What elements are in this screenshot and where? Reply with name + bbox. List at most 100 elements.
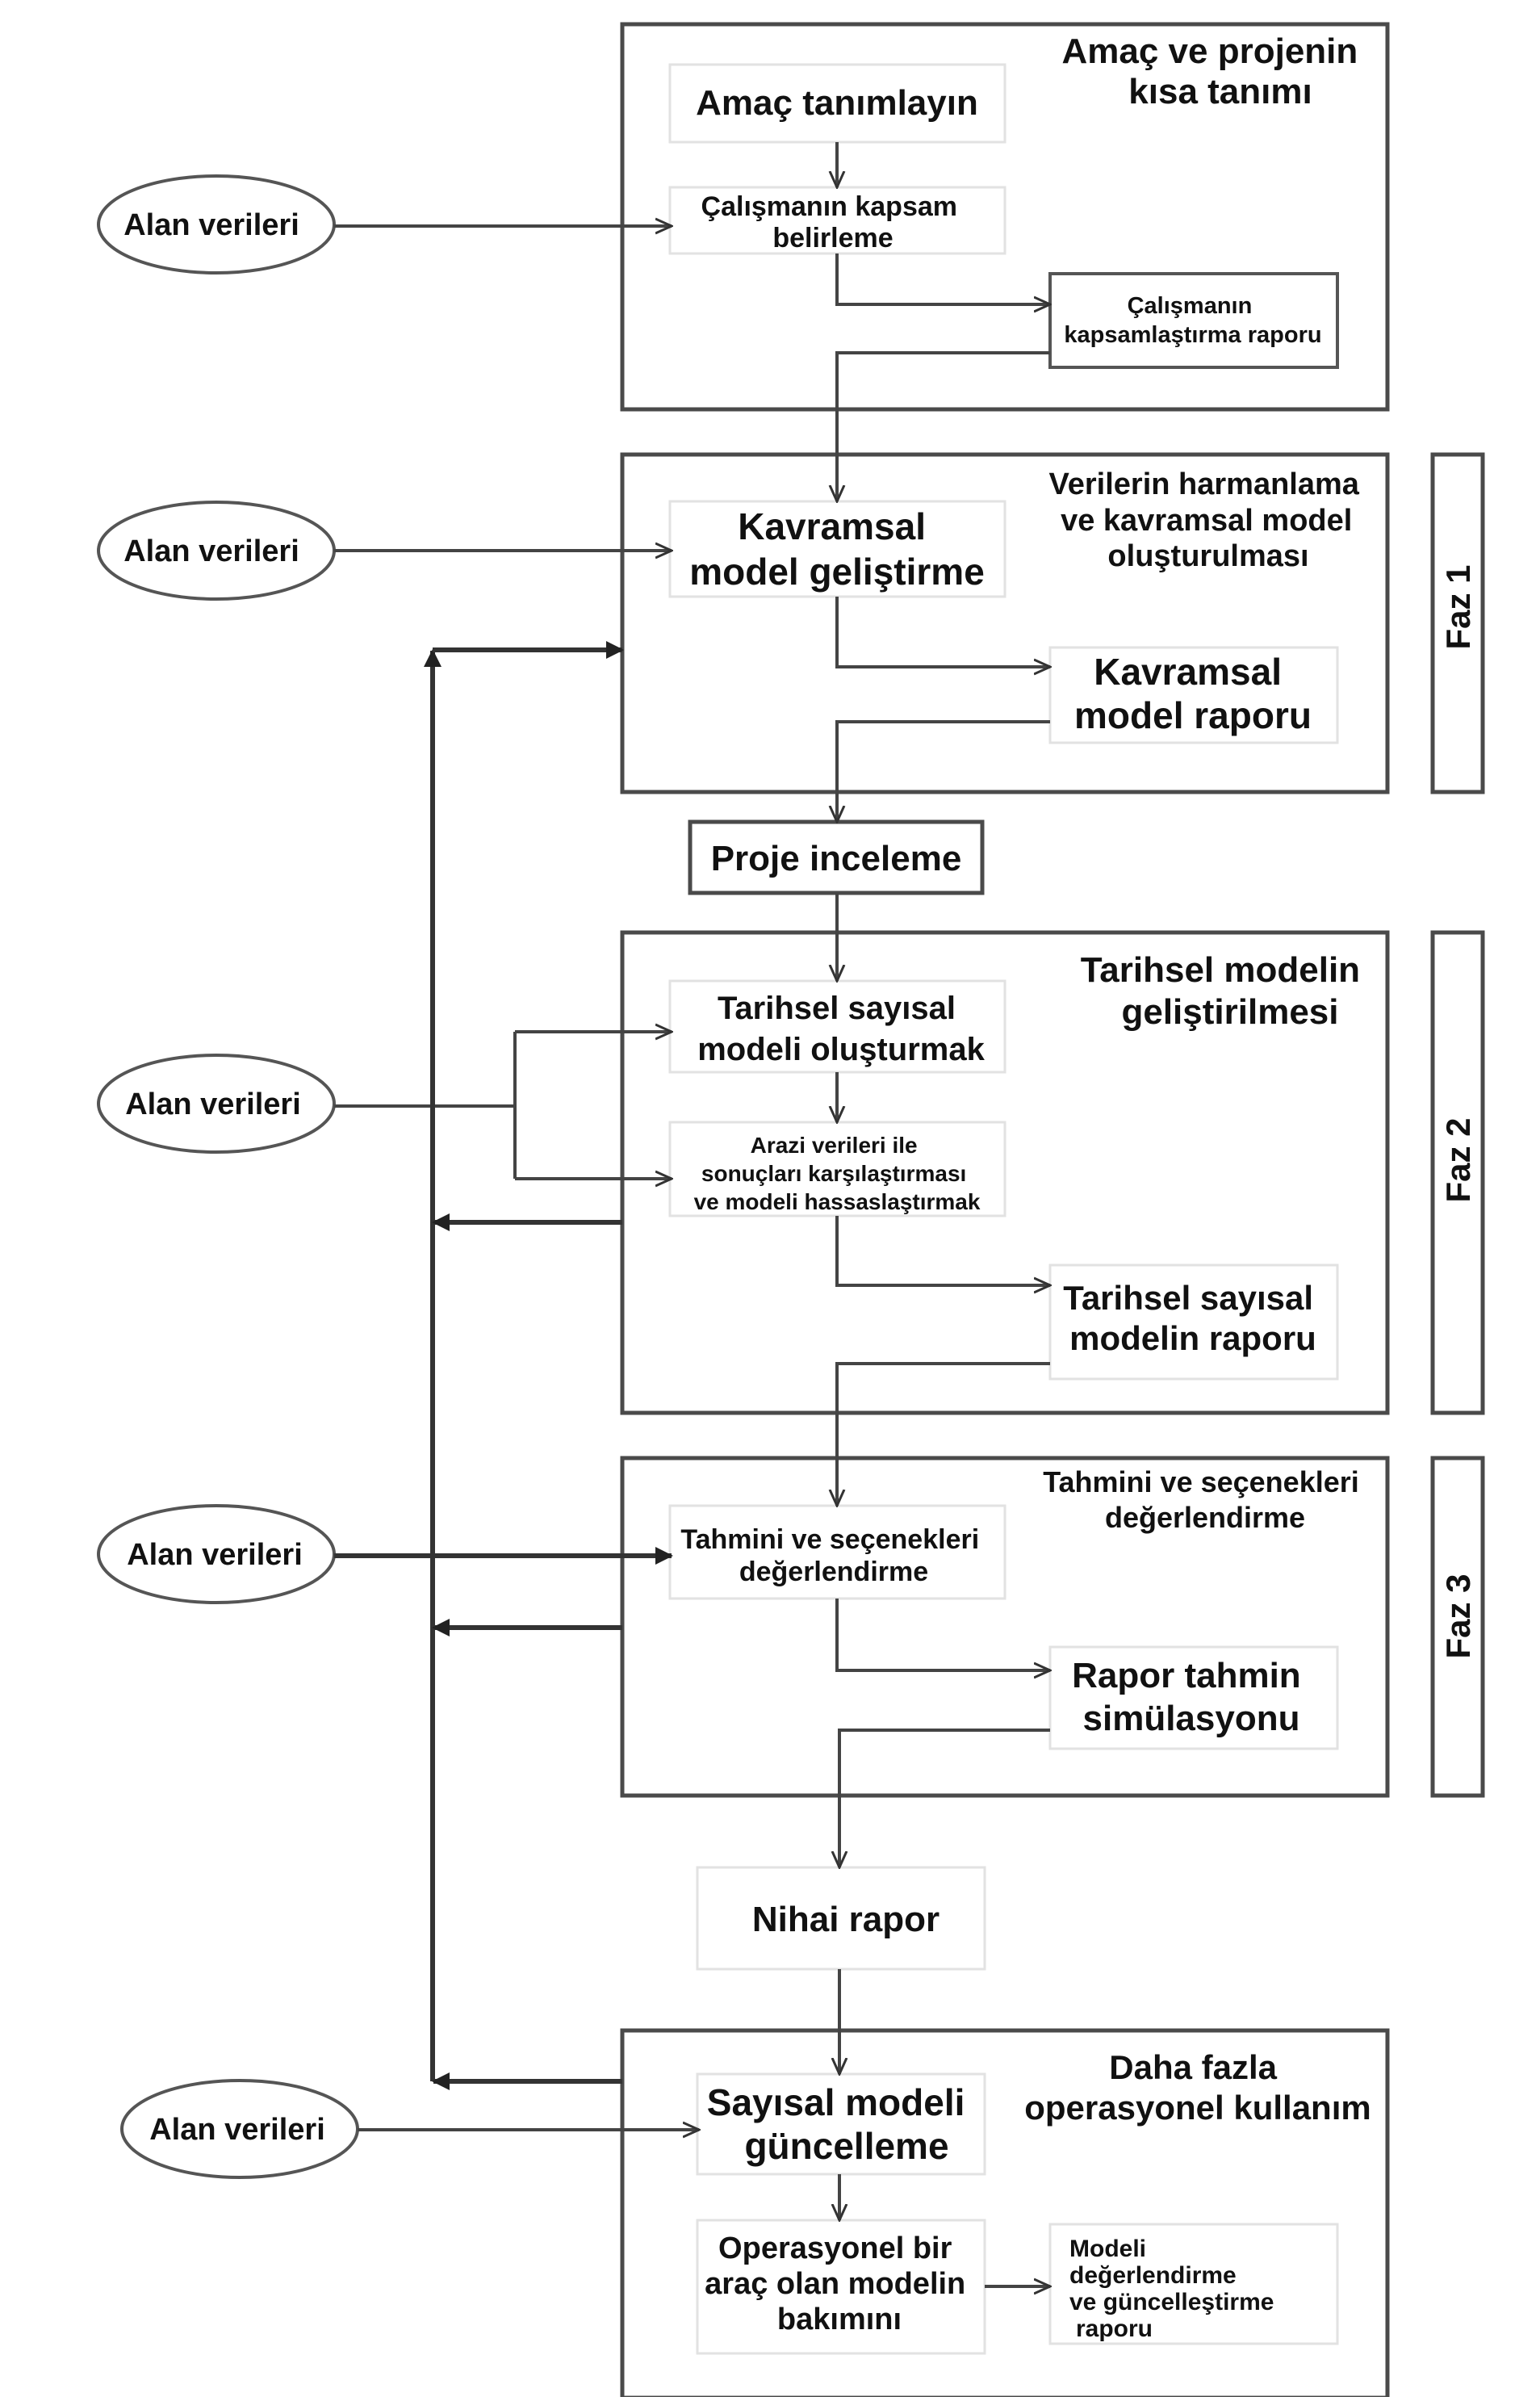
section-title-5: Daha fazla operasyonel kullanım (1024, 2048, 1371, 2127)
svg-text:Modeli değerlendirme: Modeli değerlendirme ve güncelleştirme r… (1069, 2236, 1281, 2342)
section-title-2-line-1: Verilerin harmanlama (1049, 467, 1360, 501)
step-project-review: Proje inceleme (688, 819, 985, 895)
arrow-input3-branch (334, 1032, 517, 1179)
arrow-conceptual-to-conceptual-report (835, 597, 1050, 667)
step-evaluation-report: Modeli değerlendirme ve güncelleştirme r… (1048, 2223, 1339, 2345)
svg-text:Kavramsal model raporu: Kavramsal model raporu (1074, 651, 1312, 736)
section-title-1-line-1: Amaç ve projenin (1061, 31, 1358, 71)
step-historical-report-line-2: modelin raporu (1069, 1319, 1316, 1357)
step-calibration-line-3: ve modeli hassaslaştırmak (694, 1189, 981, 1214)
section-frame-3 (620, 930, 1390, 1415)
step-model-maintenance-line-3: bakımını (777, 2303, 902, 2336)
step-conceptual-model-line-1: Kavramsal (738, 505, 926, 547)
svg-text:Çalışmanın kapsam belirl: Çalışmanın kapsam belirleme (701, 191, 965, 254)
section-title-2: Verilerin harmanlama ve kavramsal model … (1049, 467, 1368, 573)
input-field-data-5: Alan verileri (120, 2079, 359, 2179)
section-frame-1 (620, 22, 1390, 412)
step-define-purpose-line-1: Amaç tanımlayın (696, 83, 978, 123)
step-forecast-report-line-1: Rapor tahmin (1072, 1656, 1301, 1695)
step-calibration-line-2: sonuçları karşılaştırması (701, 1161, 966, 1186)
phase-bar-3 (1430, 1456, 1485, 1798)
step-model-maintenance-line-2: araç olan modelin (705, 2267, 965, 2301)
section-title-2-line-3: oluşturulması (1107, 539, 1308, 573)
svg-text:Tarihsel sayısal modelin: Tarihsel sayısal modelin raporu (1063, 1279, 1322, 1357)
section-title-4-line-2: değerlendirme (1105, 1501, 1305, 1534)
arrow-conceptual-report-to-review (837, 720, 1050, 822)
step-evaluation-report-line-3: ve güncelleştirme (1069, 2289, 1274, 2315)
step-scoping-report-line-2: kapsamlaştırma raporu (1064, 322, 1321, 348)
section-title-5-line-2: operasyonel kullanım (1024, 2089, 1371, 2127)
input-field-data-2-label: Alan verileri (123, 534, 299, 568)
section-frame-2 (620, 452, 1390, 794)
step-model-maintenance: Operasyonel bir araç olan modelin bakımı… (696, 2219, 986, 2355)
phase-label-3: Faz 3 (1439, 1574, 1477, 1658)
section-title-3-line-1: Tarihsel modelin (1081, 950, 1360, 990)
step-historical-model: Tarihsel sayısal modeli oluşturmak (668, 979, 1006, 1074)
svg-text:Arazi verileri ile sonuç: Arazi verileri ile sonuçları karşılaştır… (694, 1133, 981, 1214)
input-field-data-3: Alan verileri (97, 1054, 336, 1154)
step-final-report: Nihai rapor (696, 1866, 986, 1971)
svg-text:Rapor tahmin simülasyonu: Rapor tahmin simülasyonu (1072, 1656, 1311, 1738)
arrow-scoping-report-to-conceptual (837, 351, 1050, 501)
svg-text:Tahmini ve seçenekleri d: Tahmini ve seçenekleri değerlendirme (680, 1524, 986, 1587)
section-title-4-line-1: Tahmini ve seçenekleri (1043, 1465, 1359, 1498)
svg-text:Sayısal modeli güncellem: Sayısal modeli güncelleme (707, 2081, 975, 2167)
section-frame-5 (620, 2028, 1390, 2397)
step-model-maintenance-line-1: Operasyonel bir (718, 2231, 952, 2265)
step-conceptual-report-line-2: model raporu (1074, 694, 1312, 736)
section-title-4: Tahmini ve seçenekleri değerlendirme (1043, 1465, 1367, 1534)
phase-bar-1 (1430, 452, 1485, 794)
step-options-evaluation: Tahmini ve seçenekleri değerlendirme (668, 1504, 1006, 1600)
step-define-purpose: Amaç tanımlayın (668, 63, 1006, 144)
svg-text:Operasyonel bir araç ola: Operasyonel bir araç olan modelin bakımı… (705, 2231, 974, 2336)
step-options-evaluation-line-2: değerlendirme (739, 1557, 928, 1587)
input-field-data-4: Alan verileri (97, 1504, 336, 1604)
step-model-update-line-2: güncelleme (744, 2125, 948, 2167)
phase-label-1: Faz 1 (1439, 564, 1477, 649)
svg-text:Kavramsal model geliştir: Kavramsal model geliştirme (689, 505, 985, 593)
step-scope-line-1: Çalışmanın kapsam (701, 191, 957, 222)
phase-bar-2 (1430, 930, 1485, 1415)
step-scoping-report: Çalışmanın kapsamlaştırma raporu (1048, 272, 1339, 369)
arrow-historical-report-to-options (837, 1362, 1050, 1506)
step-historical-report-line-1: Tarihsel sayısal (1063, 1279, 1313, 1317)
input-field-data-1-label: Alan verileri (123, 208, 299, 242)
step-historical-model-line-1: Tarihsel sayısal (718, 991, 956, 1026)
step-scope-line-2: belirleme (772, 223, 893, 254)
phase-label-2: Faz 2 (1439, 1117, 1477, 1202)
input-field-data-2: Alan verileri (97, 501, 336, 601)
section-title-1-line-2: kısa tanımı (1128, 72, 1312, 111)
step-scope: Çalışmanın kapsam belirleme (668, 186, 1006, 255)
step-historical-report: Tarihsel sayısal modelin raporu (1048, 1263, 1339, 1381)
step-conceptual-model-line-2: model geliştirme (689, 551, 985, 593)
svg-text:Nihai rapor: Nihai rapor (752, 1900, 939, 1939)
step-options-evaluation-line-1: Tahmini ve seçenekleri (680, 1524, 979, 1555)
section-title-1: Amaç ve projenin kısa tanımı (1061, 31, 1367, 111)
svg-text:Çalışmanın kapsamlaştırm: Çalışmanın kapsamlaştırma raporu (1064, 293, 1321, 348)
step-conceptual-model: Kavramsal model geliştirme (668, 500, 1006, 598)
step-forecast-report-line-2: simülasyonu (1083, 1699, 1300, 1738)
step-project-review-line-1: Proje inceleme (711, 839, 962, 878)
arrow-options-to-forecast-report (835, 1599, 1050, 1670)
arrow-calibration-to-historical-report (835, 1216, 1050, 1285)
section-title-3: Tarihsel modelin geliştirilmesi (1081, 950, 1371, 1032)
step-conceptual-report: Kavramsal model raporu (1048, 646, 1339, 744)
step-evaluation-report-line-4: raporu (1076, 2315, 1153, 2342)
step-evaluation-report-line-1: Modeli (1069, 2236, 1146, 2262)
step-scoping-report-line-1: Çalışmanın (1128, 293, 1253, 319)
arrow-scope-to-scoping-report (835, 254, 1050, 304)
svg-text:Proje inceleme: Proje inceleme (711, 839, 962, 878)
step-evaluation-report-line-2: değerlendirme (1069, 2262, 1237, 2289)
step-calibration: Arazi verileri ile sonuçları karşılaştır… (668, 1121, 1006, 1217)
input-field-data-5-label: Alan verileri (149, 2113, 325, 2147)
input-field-data-3-label: Alan verileri (125, 1087, 301, 1121)
step-historical-model-line-2: modeli oluşturmak (697, 1032, 985, 1067)
svg-text:Tarihsel sayısal modeli: Tarihsel sayısal modeli oluşturmak (697, 991, 985, 1067)
step-forecast-report: Rapor tahmin simülasyonu (1048, 1645, 1339, 1750)
section-title-5-line-1: Daha fazla (1109, 2048, 1277, 2086)
step-conceptual-report-line-1: Kavramsal (1094, 651, 1282, 693)
step-calibration-line-1: Arazi verileri ile (751, 1133, 918, 1158)
step-model-update-line-1: Sayısal modeli (707, 2081, 965, 2123)
section-title-2-line-2: ve kavramsal model (1061, 504, 1352, 538)
input-field-data-1: Alan verileri (97, 174, 336, 274)
